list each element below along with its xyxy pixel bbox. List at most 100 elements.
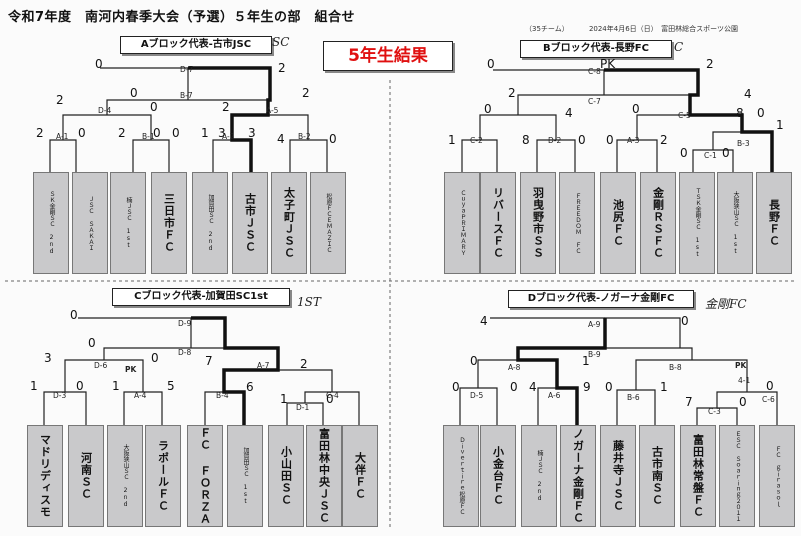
block-d-winner-path [516, 318, 607, 425]
score: 0 [487, 57, 495, 71]
team-box: ＦＣ ｇｉｒａｓｏｌ [759, 425, 795, 527]
score: 2 [302, 86, 310, 100]
team-box: 三日市ＦＣ [151, 172, 187, 274]
team-box: 小山田ＳＣ [268, 425, 304, 527]
score: 4 [529, 380, 537, 394]
score: 3 [248, 126, 256, 140]
team-box: 大阪狭山ＳＣ 1st [717, 172, 753, 274]
team-box: 池尻ＦＣ [600, 172, 636, 274]
score: 1 [448, 133, 456, 147]
block-b-rep: Bブロック代表-長野FC [520, 40, 672, 58]
block-a-bracket [49, 67, 328, 172]
score: 0 [680, 146, 688, 160]
team-box: Ｄｉｖｅｒｔｉｒｅ松原ＦＣ [443, 425, 479, 527]
score: 1 [30, 379, 38, 393]
block-d-note: 金剛FC [705, 297, 747, 311]
block-c-bracket [43, 317, 360, 425]
block-a-winner-path [188, 66, 272, 172]
score: 2 [508, 86, 516, 100]
teams-count: （35チーム） [525, 25, 569, 33]
score: 0 [130, 86, 138, 100]
match-label: B-7 [180, 91, 193, 100]
team-box: 長野ＦＣ [756, 172, 792, 274]
score: 3 [218, 126, 226, 140]
match-label: C-7 [588, 97, 601, 106]
score: 0 [722, 146, 730, 160]
match-label: A-6 [548, 391, 561, 400]
match-label: A-7 [257, 361, 270, 370]
score: 0 [510, 380, 518, 394]
team-box: 古市ＪＳＣ [232, 172, 268, 274]
score: 0 [681, 314, 689, 328]
team-box: ノガーナ金剛ＦＣ [560, 425, 596, 527]
score: 0 [757, 106, 765, 120]
score: 2 [222, 100, 230, 114]
score: 0 [326, 392, 334, 406]
team-box: 太子町ＪＳＣ [271, 172, 307, 274]
score: 0 [150, 100, 158, 114]
score: 0 [452, 380, 460, 394]
match-label: D-3 [53, 391, 66, 400]
block-b-winner-path [604, 68, 774, 172]
team-box: マドリディスモ [27, 425, 63, 527]
pk-mark: PK [125, 365, 137, 374]
score: 2 [36, 126, 44, 140]
match-label: A-1 [56, 132, 69, 141]
match-label: A-9 [588, 320, 601, 329]
block-c-winner-path [191, 316, 280, 425]
match-label: A-5 [266, 106, 279, 115]
score: 1 [776, 118, 784, 132]
score: 3 [44, 351, 52, 365]
match-label: B-1 [142, 132, 155, 141]
match-label: D-5 [470, 391, 483, 400]
score: 1 [660, 380, 668, 394]
team-box: 羽曳野市ＳＳ [520, 172, 556, 274]
pk-mark: PK [735, 361, 747, 370]
block-a-rep: Aブロック代表-古市JSC [120, 36, 272, 54]
match-label: B-9 [588, 350, 601, 359]
block-a-note: SC [272, 35, 290, 49]
match-label: B-8 [669, 363, 682, 372]
team-box: 大伴ＦＣ [342, 425, 378, 527]
score: 0 [484, 102, 492, 116]
match-label: D-6 [94, 361, 107, 370]
match-label: C-4 [326, 391, 339, 400]
score: 0 [739, 395, 747, 409]
match-label: D-7 [180, 65, 193, 74]
team-box: 楠ＪＳＣ 2nd [521, 425, 557, 527]
score: 0 [153, 126, 161, 140]
score: 1 [112, 379, 120, 393]
team-box: ラポールＦＣ [145, 425, 181, 527]
match-label: A-3 [627, 136, 640, 145]
team-box: 加賀田ＳＣ 2nd [192, 172, 228, 274]
score: 2 [706, 57, 714, 71]
match-label: D-4 [98, 106, 111, 115]
score: 9 [583, 380, 591, 394]
match-label: C-6 [762, 395, 775, 404]
score: 0 [95, 57, 103, 71]
block-d-rep: Dブロック代表-ノガーナ金剛FC [508, 290, 694, 308]
score: 0 [76, 379, 84, 393]
team-box: 古市南ＳＣ [639, 425, 675, 527]
score: 7 [205, 354, 213, 368]
score: 4 [277, 132, 285, 146]
team-box: ＦＣ ＦＯＲＺＡ [187, 425, 223, 527]
match-label: D-1 [296, 403, 309, 412]
score: 0 [329, 132, 337, 146]
score: 2 [300, 357, 308, 371]
score: 8 [736, 106, 744, 120]
score: 0 [78, 126, 86, 140]
match-label: B-6 [627, 393, 640, 402]
team-box: 大阪狭山ＳＣ 2nd [107, 425, 143, 527]
match-label: C-3 [708, 407, 721, 416]
score: 1 [201, 126, 209, 140]
score: 0 [151, 351, 159, 365]
block-c-note: 1ST [297, 295, 321, 309]
score: 1 [582, 354, 590, 368]
score: 6 [246, 380, 254, 394]
match-label: B-2 [298, 132, 311, 141]
team-box: 松原ＦＣＥＭＡＺＩＣ [310, 172, 346, 274]
score: 0 [470, 354, 478, 368]
result-title: 5年生結果 [323, 41, 453, 71]
